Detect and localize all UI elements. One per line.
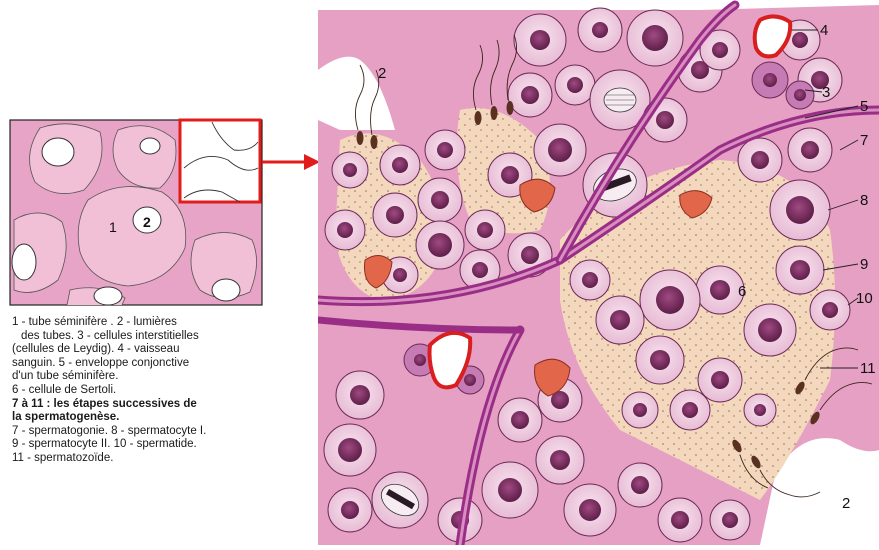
inset-label-1: 1 [109, 219, 117, 235]
label-spermatid: 10 [856, 290, 873, 307]
label-spermatocyte-2: 9 [860, 256, 868, 273]
legend-line: 9 - spermatocyte II. 10 - spermatide. [12, 438, 312, 452]
legend-line: 1 - tube séminifère . 2 - lumières [12, 316, 312, 330]
label-lumen-top: 2 [378, 65, 386, 82]
inset-label-2: 2 [143, 214, 151, 230]
legend-line: d'un tube séminifère. [12, 370, 312, 384]
legend-line: (cellules de Leydig). 4 - vaisseau [12, 343, 312, 357]
zoom-arrow [262, 154, 320, 170]
label-sertoli: 6 [738, 283, 746, 300]
legend-line: 6 - cellule de Sertoli. [12, 384, 312, 398]
detail-panel [318, 0, 879, 545]
label-spermatocyte-1: 8 [860, 192, 868, 209]
legend-line: 7 à 11 : les étapes successives de [12, 398, 312, 412]
legend-line: 7 - spermatogonie. 8 - spermatocyte I. [12, 425, 312, 439]
label-lumen-bottom: 2 [842, 495, 850, 512]
legend: 1 - tube séminifère . 2 - lumières des t… [12, 316, 312, 466]
legend-line: 11 - spermatozoïde. [12, 452, 312, 466]
legend-line: des tubes. 3 - cellules interstitielles [12, 330, 312, 344]
label-envelope: 5 [860, 98, 868, 115]
label-spermatogonia: 7 [860, 132, 868, 149]
zoom-highlight-box [180, 120, 260, 202]
label-spermatozoa: 11 [860, 360, 876, 377]
label-vessel: 4 [820, 22, 828, 39]
legend-line: sanguin. 5 - enveloppe conjonctive [12, 357, 312, 371]
label-leydig: 3 [822, 84, 830, 101]
inset-panel: 1 2 [10, 120, 262, 310]
legend-line: la spermatogenèse. [12, 411, 312, 425]
